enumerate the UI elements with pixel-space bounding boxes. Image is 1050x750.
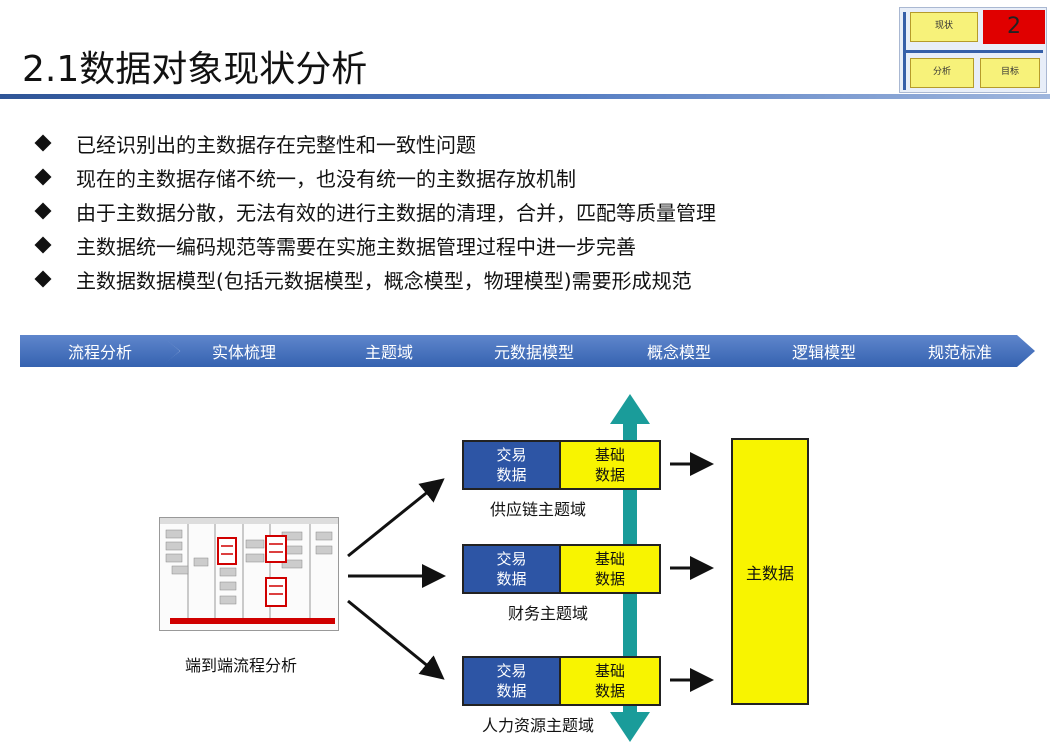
domain-caption: 人力资源主题域 — [482, 716, 595, 735]
chevron-step: 主题域 — [305, 335, 473, 367]
domain-caption: 财务主题域 — [508, 604, 589, 623]
bullet-text: 现在的主数据存储不统一，也没有统一的主数据存放机制 — [76, 166, 576, 191]
base-data-cell: 基础 数据 — [559, 442, 659, 488]
chevron-step: 实体梳理 — [160, 335, 328, 367]
master-data-label: 主数据 — [745, 563, 794, 583]
bullet-item: 主数据数据模型(包括元数据模型，概念模型，物理模型)需要形成规范 — [34, 262, 716, 296]
transaction-data-cell: 交易 数据 — [464, 658, 559, 704]
domain-caption: 供应链主题域 — [490, 500, 587, 519]
cell-text: 基础 数据 — [594, 550, 625, 588]
process-chevron-row: 流程分析 实体梳理 主题域 元数据模型 概念模型 逻辑模型 规范标准 — [20, 335, 1035, 367]
domain-box: 交易 数据 基础 数据 — [462, 656, 661, 706]
arrow-right-icon — [347, 478, 445, 558]
domain-box: 交易 数据 基础 数据 — [462, 440, 661, 490]
bullet-item: 由于主数据分散，无法有效的进行主数据的清理，合并，匹配等质量管理 — [34, 194, 716, 228]
base-data-cell: 基础 数据 — [559, 546, 659, 592]
transaction-data-cell: 交易 数据 — [464, 442, 559, 488]
cell-text: 基础 数据 — [594, 446, 625, 484]
master-data-box: 主数据 — [731, 438, 809, 705]
domain-box: 交易 数据 基础 数据 — [462, 544, 661, 594]
thumb-cell: 目标 — [980, 58, 1040, 88]
process-flow-image — [159, 517, 339, 631]
process-flow-sketch — [160, 518, 338, 624]
chevron-step: 概念模型 — [595, 335, 763, 367]
cell-text: 交易 数据 — [496, 446, 527, 484]
bullet-list: 已经识别出的主数据存在完整性和一致性问题 现在的主数据存储不统一，也没有统一的主… — [34, 126, 716, 296]
thumb-number: 2 — [983, 10, 1045, 44]
process-flow-caption: 端到端流程分析 — [185, 656, 298, 675]
bullet-text: 由于主数据分散，无法有效的进行主数据的清理，合并，匹配等质量管理 — [76, 200, 716, 225]
chevron-step: 流程分析 — [20, 335, 180, 367]
bullet-text: 主数据统一编码规范等需要在实施主数据管理过程中进一步完善 — [76, 234, 636, 259]
chevron-step: 逻辑模型 — [740, 335, 908, 367]
cell-text: 交易 数据 — [496, 550, 527, 588]
thumb-line — [903, 50, 1043, 53]
bullet-text: 已经识别出的主数据存在完整性和一致性问题 — [76, 132, 476, 157]
thumb-cell: 现状 — [910, 12, 978, 42]
bullet-item: 已经识别出的主数据存在完整性和一致性问题 — [34, 126, 716, 160]
thumb-cell: 分析 — [910, 58, 974, 88]
arrow-right-icon — [347, 599, 445, 680]
title-underline — [0, 94, 1050, 99]
transaction-data-cell: 交易 数据 — [464, 546, 559, 592]
base-data-cell: 基础 数据 — [559, 658, 659, 704]
chevron-step: 元数据模型 — [450, 335, 618, 367]
cell-text: 基础 数据 — [594, 662, 625, 700]
chevron-step: 规范标准 — [885, 335, 1035, 367]
bullet-item: 主数据统一编码规范等需要在实施主数据管理过程中进一步完善 — [34, 228, 716, 262]
slide-thumbnail: 现状 2 分析 目标 — [899, 7, 1047, 93]
cell-text: 交易 数据 — [496, 662, 527, 700]
bullet-item: 现在的主数据存储不统一，也没有统一的主数据存放机制 — [34, 160, 716, 194]
page-title: 2.1数据对象现状分析 — [22, 49, 368, 90]
bullet-text: 主数据数据模型(包括元数据模型，概念模型，物理模型)需要形成规范 — [76, 268, 692, 293]
